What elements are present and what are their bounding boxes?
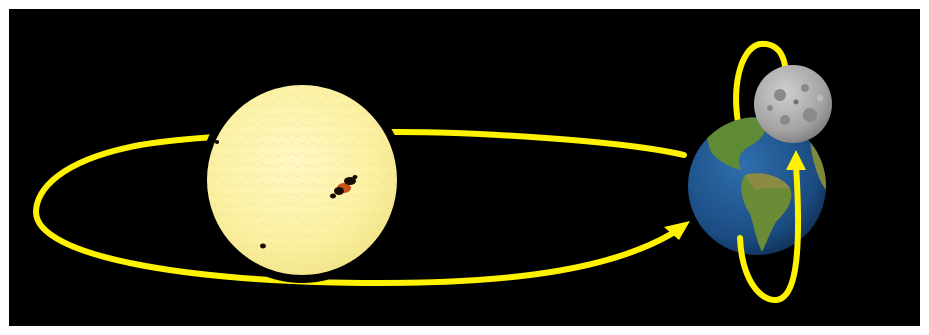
moon <box>754 65 832 143</box>
moon-icon <box>754 65 832 143</box>
sun <box>203 81 401 279</box>
